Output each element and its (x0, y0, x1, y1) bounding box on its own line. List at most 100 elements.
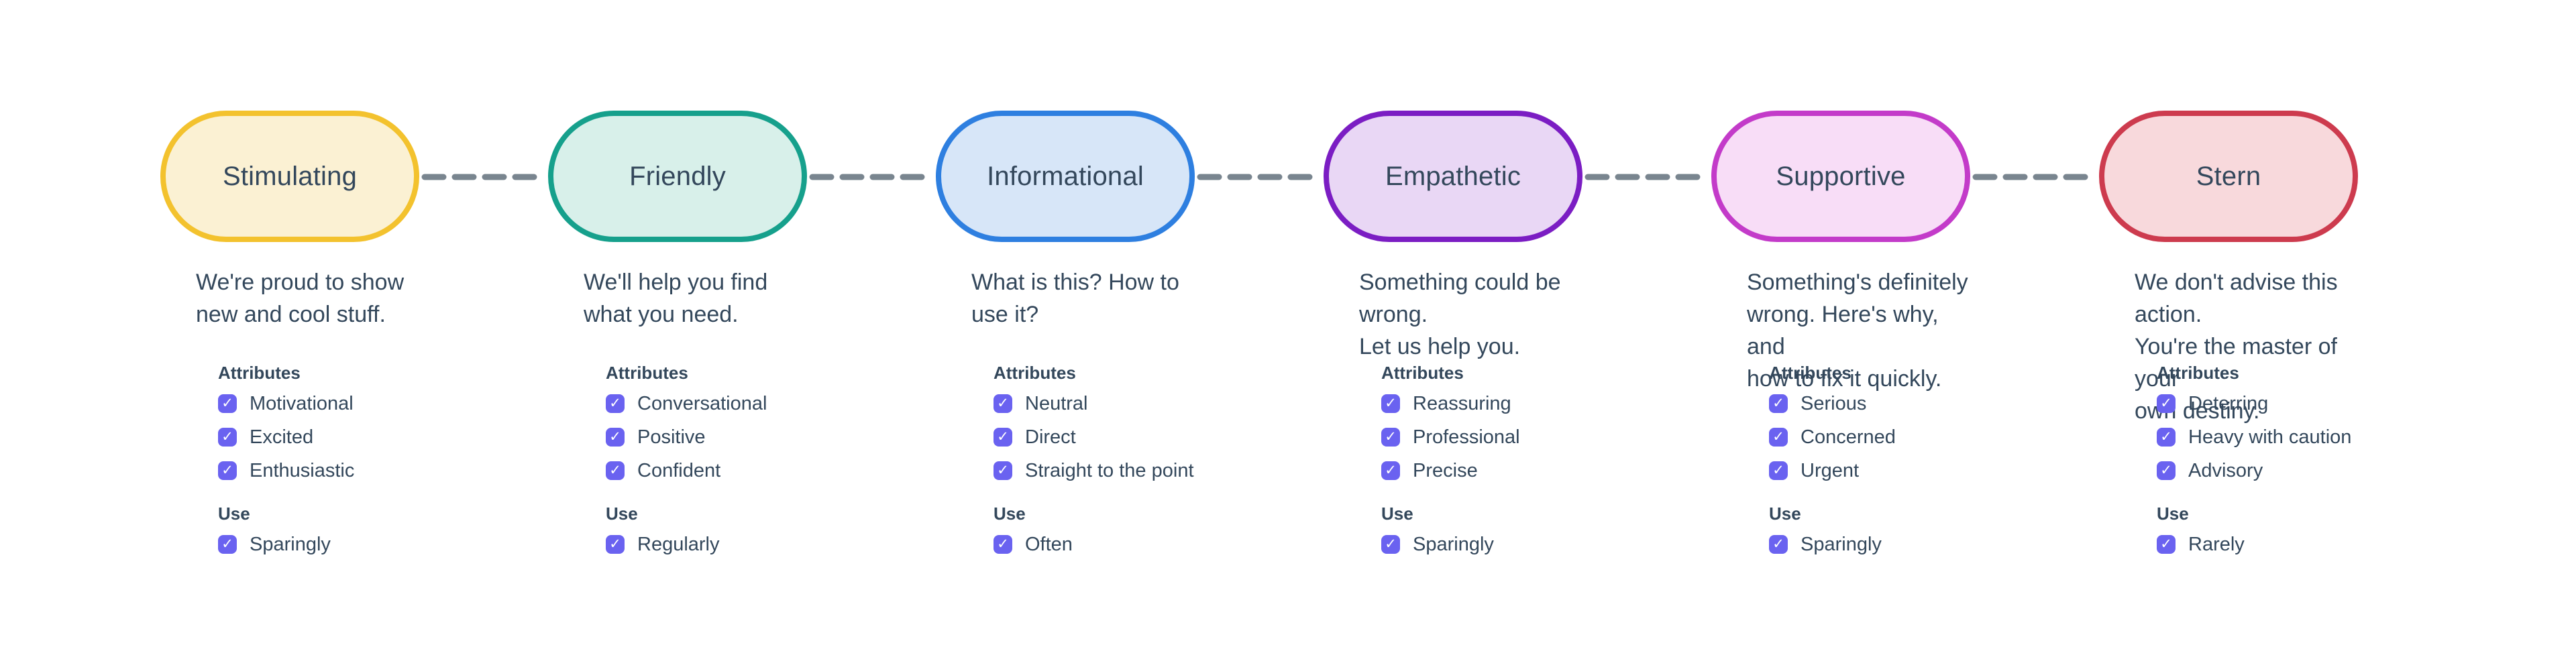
use-section: Use ✓ Regularly (606, 502, 720, 561)
use-section: Use ✓ Sparingly (1381, 502, 1494, 561)
checkbox-checked-icon[interactable]: ✓ (1769, 535, 1788, 554)
checkbox-checked-icon[interactable]: ✓ (606, 428, 625, 447)
checkbox-checked-icon[interactable]: ✓ (1769, 428, 1788, 447)
check-icon: ✓ (997, 428, 1009, 445)
attribute-checkbox-row[interactable]: ✓ Urgent (1769, 454, 1896, 487)
tone-spectrum-row: Stimulating We're proud to show new and … (160, 111, 2358, 555)
attribute-checkbox-row[interactable]: ✓ Heavy with caution (2157, 420, 2351, 454)
dashed-connector-line (807, 172, 936, 180)
use-checkbox-row[interactable]: ✓ Sparingly (1769, 528, 1882, 561)
checkbox-checked-icon[interactable]: ✓ (1381, 461, 1400, 480)
check-icon: ✓ (221, 461, 233, 478)
check-icon: ✓ (2160, 428, 2172, 445)
attribute-checkbox-row[interactable]: ✓ Reassuring (1381, 387, 1520, 420)
checkbox-checked-icon[interactable]: ✓ (994, 535, 1012, 554)
checkbox-checked-icon[interactable]: ✓ (994, 461, 1012, 480)
attribute-checkbox-row[interactable]: ✓ Confident (606, 454, 767, 487)
use-checkbox-row[interactable]: ✓ Sparingly (218, 528, 331, 561)
tone-node-label: Stimulating (222, 161, 358, 191)
attributes-section: Attributes ✓ Reassuring ✓ Professional ✓… (1381, 361, 1520, 487)
checkbox-label: Direct (1025, 426, 1076, 448)
check-icon: ✓ (2160, 535, 2172, 552)
checkbox-checked-icon[interactable]: ✓ (1381, 428, 1400, 447)
check-icon: ✓ (997, 535, 1009, 552)
checkbox-label: Professional (1413, 426, 1520, 448)
attributes-header: Attributes (1769, 363, 1851, 383)
check-icon: ✓ (1385, 428, 1397, 445)
attributes-section: Attributes ✓ Motivational ✓ Excited ✓ En… (218, 361, 354, 487)
checkbox-checked-icon[interactable]: ✓ (218, 394, 237, 413)
checkbox-checked-icon[interactable]: ✓ (994, 428, 1012, 447)
attribute-checkbox-row[interactable]: ✓ Advisory (2157, 454, 2351, 487)
tone-node-label: Friendly (629, 161, 726, 191)
attribute-checkbox-row[interactable]: ✓ Conversational (606, 387, 767, 420)
checkbox-label: Advisory (2188, 459, 2263, 481)
attributes-header: Attributes (218, 363, 301, 383)
attributes-header: Attributes (2157, 363, 2239, 383)
checkbox-checked-icon[interactable]: ✓ (606, 535, 625, 554)
use-section: Use ✓ Sparingly (1769, 502, 1882, 561)
attribute-checkbox-row[interactable]: ✓ Positive (606, 420, 767, 454)
tone-node: Informational (936, 111, 1195, 242)
tone-description: Something could be wrong. Let us help yo… (1359, 270, 1561, 359)
checkbox-checked-icon[interactable]: ✓ (994, 394, 1012, 413)
use-header: Use (218, 504, 250, 524)
tone-description: What is this? How to use it? (971, 270, 1179, 327)
attribute-checkbox-row[interactable]: ✓ Deterring (2157, 387, 2351, 420)
attribute-checkbox-row[interactable]: ✓ Excited (218, 420, 354, 454)
checkbox-label: Often (1025, 533, 1073, 555)
tone-description: Something's definitely wrong. Here's why… (1747, 270, 1968, 392)
checkbox-label: Neutral (1025, 392, 1088, 414)
tone-node: Stern (2099, 111, 2358, 242)
attribute-checkbox-row[interactable]: ✓ Direct (994, 420, 1194, 454)
checkbox-checked-icon[interactable]: ✓ (218, 461, 237, 480)
checkbox-checked-icon[interactable]: ✓ (2157, 461, 2176, 480)
check-icon: ✓ (609, 428, 621, 445)
checkbox-checked-icon[interactable]: ✓ (1769, 394, 1788, 413)
checkbox-label: Precise (1413, 459, 1478, 481)
checkbox-checked-icon[interactable]: ✓ (1381, 535, 1400, 554)
check-icon: ✓ (2160, 461, 2172, 478)
checkbox-checked-icon[interactable]: ✓ (2157, 394, 2176, 413)
check-icon: ✓ (997, 394, 1009, 411)
tone-node: Supportive (1711, 111, 1970, 242)
checkbox-label: Sparingly (250, 533, 331, 555)
use-header: Use (606, 504, 638, 524)
tone-node-label: Empathetic (1385, 161, 1521, 191)
attribute-checkbox-row[interactable]: ✓ Serious (1769, 387, 1896, 420)
attribute-checkbox-row[interactable]: ✓ Enthusiastic (218, 454, 354, 487)
checkbox-label: Confident (637, 459, 721, 481)
use-checkbox-row[interactable]: ✓ Sparingly (1381, 528, 1494, 561)
tone-node-label: Stern (2196, 161, 2261, 191)
checkbox-checked-icon[interactable]: ✓ (2157, 535, 2176, 554)
dashed-connector-line (1195, 172, 1324, 180)
checkbox-checked-icon[interactable]: ✓ (2157, 428, 2176, 447)
checkbox-checked-icon[interactable]: ✓ (606, 461, 625, 480)
checkbox-checked-icon[interactable]: ✓ (1381, 394, 1400, 413)
check-icon: ✓ (1772, 428, 1784, 445)
use-checkbox-row[interactable]: ✓ Rarely (2157, 528, 2245, 561)
attributes-section: Attributes ✓ Neutral ✓ Direct ✓ Straight… (994, 361, 1194, 487)
tone-description: We don't advise this action. You're the … (2135, 270, 2338, 424)
check-icon: ✓ (609, 535, 621, 552)
dashed-connector-line (419, 172, 548, 180)
checkbox-checked-icon[interactable]: ✓ (606, 394, 625, 413)
use-header: Use (994, 504, 1026, 524)
use-checkbox-row[interactable]: ✓ Regularly (606, 528, 720, 561)
attribute-checkbox-row[interactable]: ✓ Professional (1381, 420, 1520, 454)
check-icon: ✓ (609, 394, 621, 411)
attribute-checkbox-row[interactable]: ✓ Concerned (1769, 420, 1896, 454)
attribute-checkbox-row[interactable]: ✓ Motivational (218, 387, 354, 420)
checkbox-label: Sparingly (1413, 533, 1494, 555)
attribute-checkbox-row[interactable]: ✓ Straight to the point (994, 454, 1194, 487)
use-checkbox-row[interactable]: ✓ Often (994, 528, 1073, 561)
checkbox-checked-icon[interactable]: ✓ (1769, 461, 1788, 480)
attribute-checkbox-row[interactable]: ✓ Neutral (994, 387, 1194, 420)
checkbox-label: Urgent (1801, 459, 1860, 481)
checkbox-checked-icon[interactable]: ✓ (218, 428, 237, 447)
tone-description: We're proud to show new and cool stuff. (196, 270, 405, 327)
checkbox-checked-icon[interactable]: ✓ (218, 535, 237, 554)
checkbox-label: Heavy with caution (2188, 426, 2352, 448)
attribute-checkbox-row[interactable]: ✓ Precise (1381, 454, 1520, 487)
